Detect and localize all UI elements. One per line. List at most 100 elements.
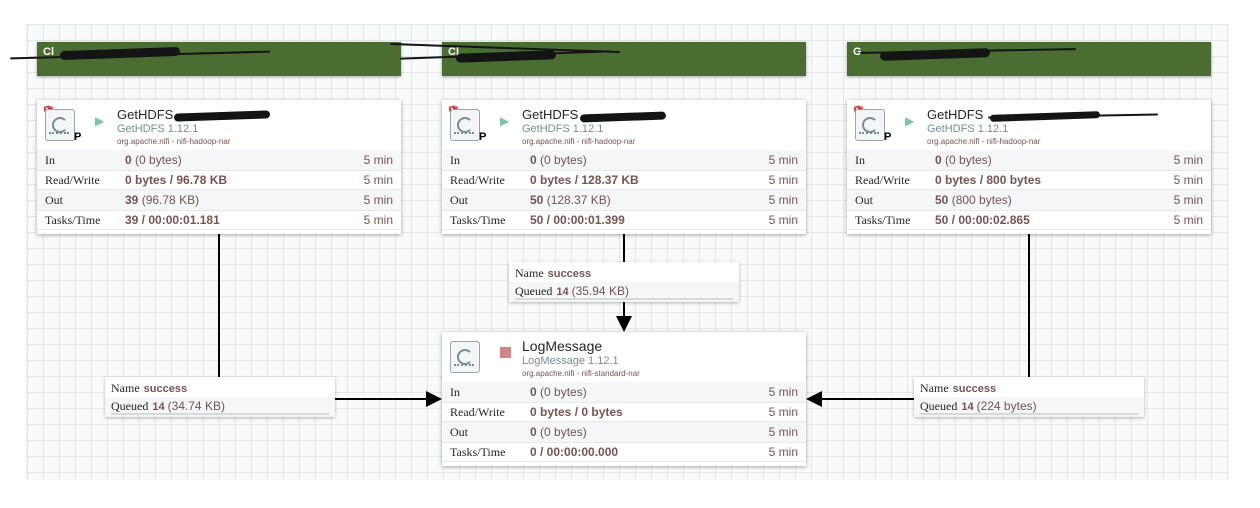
stat-value: 0 (0 bytes) xyxy=(530,425,587,439)
stat-time: 5 min xyxy=(363,193,393,207)
stat-time: 5 min xyxy=(768,153,798,167)
stat-row-out: Out 50 (128.37 KB) 5 min xyxy=(442,190,806,210)
stat-value: 39 (96.78 KB) xyxy=(125,193,200,207)
stat-label: Out xyxy=(855,193,873,207)
stat-row-out: Out 39 (96.78 KB) 5 min xyxy=(37,190,401,210)
processor-gethdfs-1[interactable]: 🛡 P ▶ GetHDFS GetHDFS 1.12.1 org.apache.… xyxy=(37,100,401,234)
processor-type: GetHDFS 1.12.1 xyxy=(522,123,604,135)
stat-label: Tasks/Time xyxy=(855,213,911,227)
stat-value: 50 (800 bytes) xyxy=(935,193,1012,207)
processor-icon xyxy=(450,341,480,373)
stat-row-read-write: Read/Write 0 bytes / 96.78 KB 5 min xyxy=(37,170,401,190)
label-2-text: Cl xyxy=(448,46,459,58)
stat-label: Tasks/Time xyxy=(45,213,101,227)
processor-stats: In 0 (0 bytes) 5 min Read/Write 0 bytes … xyxy=(37,150,401,230)
processor-type: GetHDFS 1.12.1 xyxy=(927,123,1009,135)
processor-gethdfs-3[interactable]: 🛡 P ▶ GetHDFS GetHDFS 1.12.1 org.apache.… xyxy=(847,100,1211,234)
stat-label: In xyxy=(45,153,55,167)
stat-value: 0 bytes / 128.37 KB xyxy=(530,173,639,187)
queue-progress-bar xyxy=(920,413,1138,415)
stat-time: 5 min xyxy=(363,153,393,167)
processor-stats: In 0 (0 bytes) 5 min Read/Write 0 bytes … xyxy=(847,150,1211,230)
stat-value: 0 bytes / 0 bytes xyxy=(530,405,623,419)
stat-value: 0 (0 bytes) xyxy=(530,385,587,399)
label-1-text: Cl xyxy=(43,46,54,58)
processor-name: GetHDFS xyxy=(522,107,579,122)
play-icon: ▶ xyxy=(95,114,105,128)
processor-header: 🛡 P ▶ GetHDFS GetHDFS 1.12.1 org.apache.… xyxy=(442,100,806,150)
stat-time: 5 min xyxy=(768,425,798,439)
stat-row-out: Out 50 (800 bytes) 5 min xyxy=(847,190,1211,210)
primary-node-badge: P xyxy=(479,131,487,143)
processor-icon xyxy=(450,109,480,141)
stat-value: 39 / 00:00:01.181 xyxy=(125,213,220,227)
processor-type: LogMessage 1.12.1 xyxy=(522,355,619,367)
stat-row-tasks-time: Tasks/Time 50 / 00:00:01.399 5 min xyxy=(442,210,806,230)
stat-label: Read/Write xyxy=(450,405,505,419)
processor-bundle: org.apache.nifi - nifi-standard-nar xyxy=(522,369,640,378)
processor-stats: In 0 (0 bytes) 5 min Read/Write 0 bytes … xyxy=(442,382,806,462)
stat-label: Out xyxy=(450,425,468,439)
stat-row-tasks-time: Tasks/Time 50 / 00:00:02.865 5 min xyxy=(847,210,1211,230)
stat-value: 0 bytes / 96.78 KB xyxy=(125,173,228,187)
stat-value: 0 / 00:00:00.000 xyxy=(530,445,619,459)
stat-value: 50 / 00:00:01.399 xyxy=(530,213,625,227)
stat-row-read-write: Read/Write 0 bytes / 128.37 KB 5 min xyxy=(442,170,806,190)
processor-header: 🛡 P ▶ GetHDFS GetHDFS 1.12.1 org.apache.… xyxy=(37,100,401,150)
stat-time: 5 min xyxy=(768,445,798,459)
stat-row-read-write: Read/Write 0 bytes / 800 bytes 5 min xyxy=(847,170,1211,190)
stat-time: 5 min xyxy=(1173,153,1203,167)
stat-value: 50 / 00:00:02.865 xyxy=(935,213,1030,227)
stat-time: 5 min xyxy=(768,173,798,187)
stat-label: Read/Write xyxy=(855,173,910,187)
stat-row-read-write: Read/Write 0 bytes / 0 bytes 5 min xyxy=(442,402,806,422)
stat-value: 0 (0 bytes) xyxy=(125,153,182,167)
stat-row-in: In 0 (0 bytes) 5 min xyxy=(37,150,401,170)
stat-label: In xyxy=(855,153,865,167)
stat-label: Read/Write xyxy=(45,173,100,187)
primary-node-badge: P xyxy=(74,131,82,143)
stat-time: 5 min xyxy=(363,213,393,227)
queue-progress-bar xyxy=(515,298,733,300)
processor-header: LogMessage LogMessage 1.12.1 org.apache.… xyxy=(442,332,806,382)
stat-label: Tasks/Time xyxy=(450,445,506,459)
processor-icon xyxy=(855,109,885,141)
stat-label: Tasks/Time xyxy=(450,213,506,227)
processor-header: 🛡 P ▶ GetHDFS GetHDFS 1.12.1 org.apache.… xyxy=(847,100,1211,150)
stat-time: 5 min xyxy=(1173,213,1203,227)
processor-name: GetHDFS xyxy=(117,107,174,122)
label-1[interactable]: Cl xyxy=(37,42,401,76)
stat-row-in: In 0 (0 bytes) 5 min xyxy=(442,382,806,402)
stat-row-tasks-time: Tasks/Time 39 / 00:00:01.181 5 min xyxy=(37,210,401,230)
stat-time: 5 min xyxy=(1173,193,1203,207)
stat-value: 0 (0 bytes) xyxy=(530,153,587,167)
queue-progress-bar xyxy=(111,413,329,415)
processor-icon xyxy=(45,109,75,141)
stat-value: 0 (0 bytes) xyxy=(935,153,992,167)
play-icon: ▶ xyxy=(500,114,510,128)
stat-label: In xyxy=(450,385,460,399)
processor-logmessage[interactable]: LogMessage LogMessage 1.12.1 org.apache.… xyxy=(442,332,806,466)
stat-label: Read/Write xyxy=(450,173,505,187)
processor-stats: In 0 (0 bytes) 5 min Read/Write 0 bytes … xyxy=(442,150,806,230)
stat-value: 0 bytes / 800 bytes xyxy=(935,173,1042,187)
stat-row-out: Out 0 (0 bytes) 5 min xyxy=(442,422,806,442)
label-3-text: G xyxy=(853,46,862,58)
processor-name: LogMessage xyxy=(522,338,603,354)
play-icon: ▶ xyxy=(905,114,915,128)
stat-time: 5 min xyxy=(768,193,798,207)
stat-row-in: In 0 (0 bytes) 5 min xyxy=(442,150,806,170)
stat-label: Out xyxy=(450,193,468,207)
processor-type: GetHDFS 1.12.1 xyxy=(117,123,199,135)
processor-bundle: org.apache.nifi - nifi-hadoop-nar xyxy=(927,137,1041,146)
processor-gethdfs-2[interactable]: 🛡 P ▶ GetHDFS GetHDFS 1.12.1 org.apache.… xyxy=(442,100,806,234)
stat-label: Out xyxy=(45,193,63,207)
